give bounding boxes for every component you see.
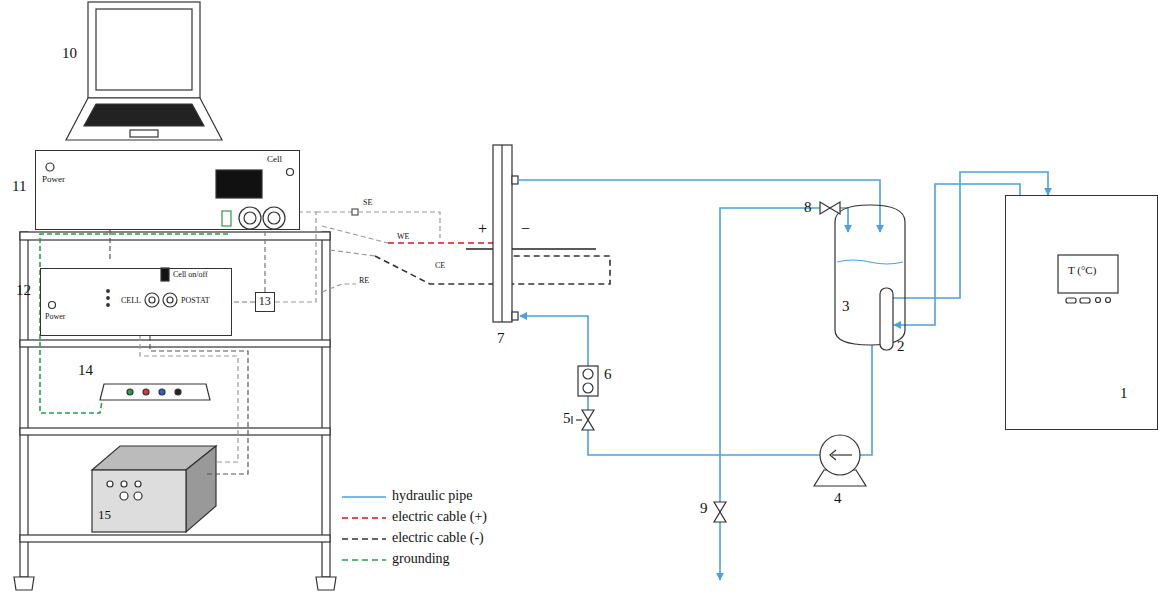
legend-sample (342, 496, 386, 498)
pump (814, 435, 866, 486)
node-text: Cell (267, 155, 282, 165)
minus-sign: − (521, 220, 530, 238)
node-text: T (°C) (1068, 264, 1096, 276)
callout-number: 3 (842, 298, 850, 315)
callout-number: 12 (16, 282, 31, 299)
potentiostat-box: Power Cell (35, 150, 300, 230)
electrode-cables (316, 209, 610, 292)
callout-number: 6 (604, 366, 612, 383)
callout-number: 4 (834, 490, 842, 507)
callout-number: 11 (12, 178, 26, 195)
node-text: Cell on/off (173, 271, 208, 280)
electrode-label: RE (358, 277, 370, 286)
callout-number: 8 (804, 199, 812, 216)
potentiostat-controls (46, 163, 294, 229)
callout-number: 14 (78, 362, 93, 379)
legend-sample (342, 538, 386, 540)
callout-number: 2 (897, 338, 905, 355)
legend-text: electric cable (-) (392, 530, 484, 545)
cable-connector (264, 230, 265, 292)
plus-sign: + (478, 220, 487, 238)
booster-box: Power Cell on/offCELL POSTAT (40, 268, 232, 336)
callout-number: 5 (563, 410, 571, 427)
electrode-label: CE (434, 262, 446, 271)
thermostat-box: T (°C) (1005, 195, 1158, 430)
connector-box: 13 (255, 292, 275, 312)
cable-connector (232, 301, 255, 302)
legend-text: hydraulic pipe (392, 488, 472, 503)
node-text: 13 (259, 295, 271, 308)
node-text: Power (42, 175, 65, 185)
legend-text: grounding (392, 551, 450, 566)
node-text: POSTAT (181, 297, 210, 306)
callout-number: 9 (700, 500, 708, 517)
callout-number: 10 (62, 45, 77, 62)
node-text: Power (45, 313, 65, 322)
booster-controls (49, 268, 178, 309)
flow-cell (493, 145, 518, 322)
tank (835, 205, 905, 350)
legend-text: electric cable (+) (392, 509, 487, 524)
callout-number: 7 (497, 330, 505, 347)
cart-cables (40, 212, 316, 474)
cart-frame (14, 232, 336, 590)
node-text: CELL (121, 297, 141, 306)
laptop (66, 2, 222, 140)
legend-sample (342, 517, 386, 519)
legend-sample (342, 559, 386, 561)
callout-number: 1 (1120, 385, 1128, 402)
valves (572, 202, 840, 522)
power-supply (92, 446, 216, 532)
thermostat-panel (1058, 255, 1118, 303)
electrode-label: SE (362, 199, 373, 208)
power-strip (100, 384, 210, 400)
electrode-label: WE (396, 233, 410, 242)
hydraulic-pipes (518, 172, 1048, 580)
callout-number: 15 (98, 508, 111, 522)
